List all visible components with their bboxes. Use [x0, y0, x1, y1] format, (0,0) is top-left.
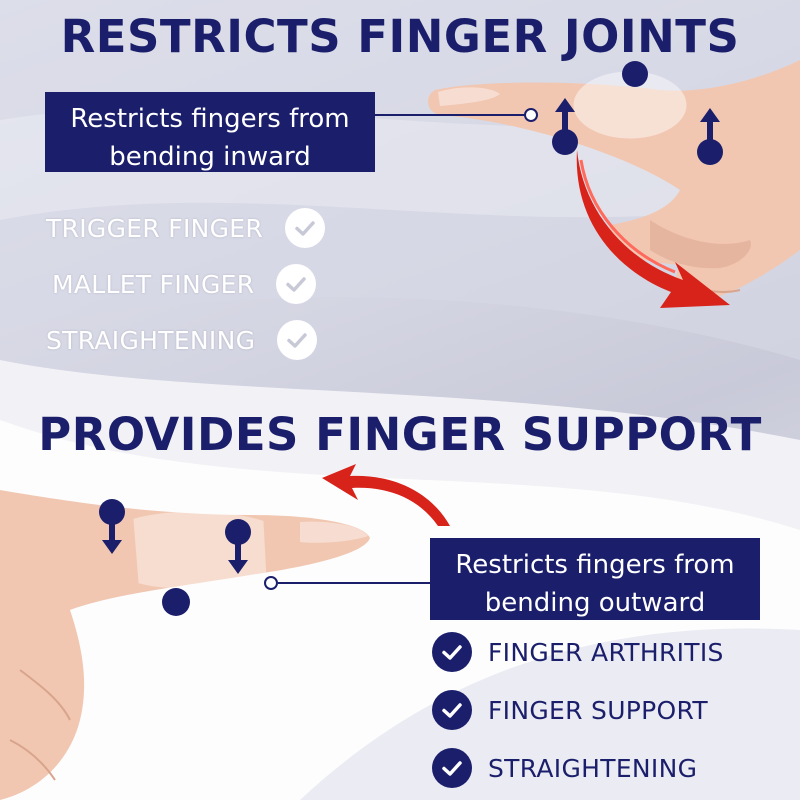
- hand-photo-bottom: [0, 490, 370, 800]
- checkmark-icon: [276, 264, 317, 304]
- feature-label: FINGER ARTHRITIS: [488, 637, 724, 667]
- feature-item: STRAIGHTENING: [432, 748, 697, 788]
- curved-red-arrow-icon: [322, 464, 450, 526]
- leader-dot-bottom: [264, 576, 278, 590]
- feature-item: MALLET FINGER: [52, 264, 317, 304]
- force-dot-icon: [162, 588, 190, 616]
- checkmark-icon: [432, 748, 472, 788]
- pin-arrow-icon: [99, 499, 125, 554]
- feature-item: TRIGGER FINGER: [46, 208, 326, 248]
- callout-bending-outward: Restricts fingers from bending outward: [430, 538, 760, 620]
- feature-label: FINGER SUPPORT: [488, 695, 708, 725]
- checkmark-icon: [277, 320, 318, 360]
- checkmark-icon: [285, 208, 326, 248]
- callout-bending-inward: Restricts fingers from bending inward: [45, 92, 375, 172]
- headline-provides-finger-support: PROVIDES FINGER SUPPORT: [38, 408, 762, 461]
- pin-arrow-icon: [225, 519, 251, 574]
- feature-item: STRAIGHTENING: [46, 320, 318, 360]
- checkmark-icon: [432, 632, 472, 672]
- checkmark-icon: [432, 690, 472, 730]
- feature-label: STRAIGHTENING: [46, 325, 256, 355]
- leader-line-top: [375, 114, 527, 116]
- feature-label: STRAIGHTENING: [488, 753, 698, 783]
- leader-line-bottom: [278, 582, 430, 584]
- feature-item: FINGER ARTHRITIS: [432, 632, 724, 672]
- force-dot-icon: [622, 61, 648, 87]
- feature-label: MALLET FINGER: [52, 269, 255, 299]
- hand-photo-top: [428, 60, 800, 300]
- leader-dot-top: [524, 108, 538, 122]
- feature-item: FINGER SUPPORT: [432, 690, 708, 730]
- feature-label: TRIGGER FINGER: [46, 213, 264, 243]
- pin-arrow-icon: [697, 108, 723, 165]
- headline-restricts-finger-joints: RESTRICTS FINGER JOINTS: [60, 10, 740, 63]
- pin-arrow-icon: [552, 98, 578, 155]
- curved-red-arrow-icon: [576, 150, 730, 308]
